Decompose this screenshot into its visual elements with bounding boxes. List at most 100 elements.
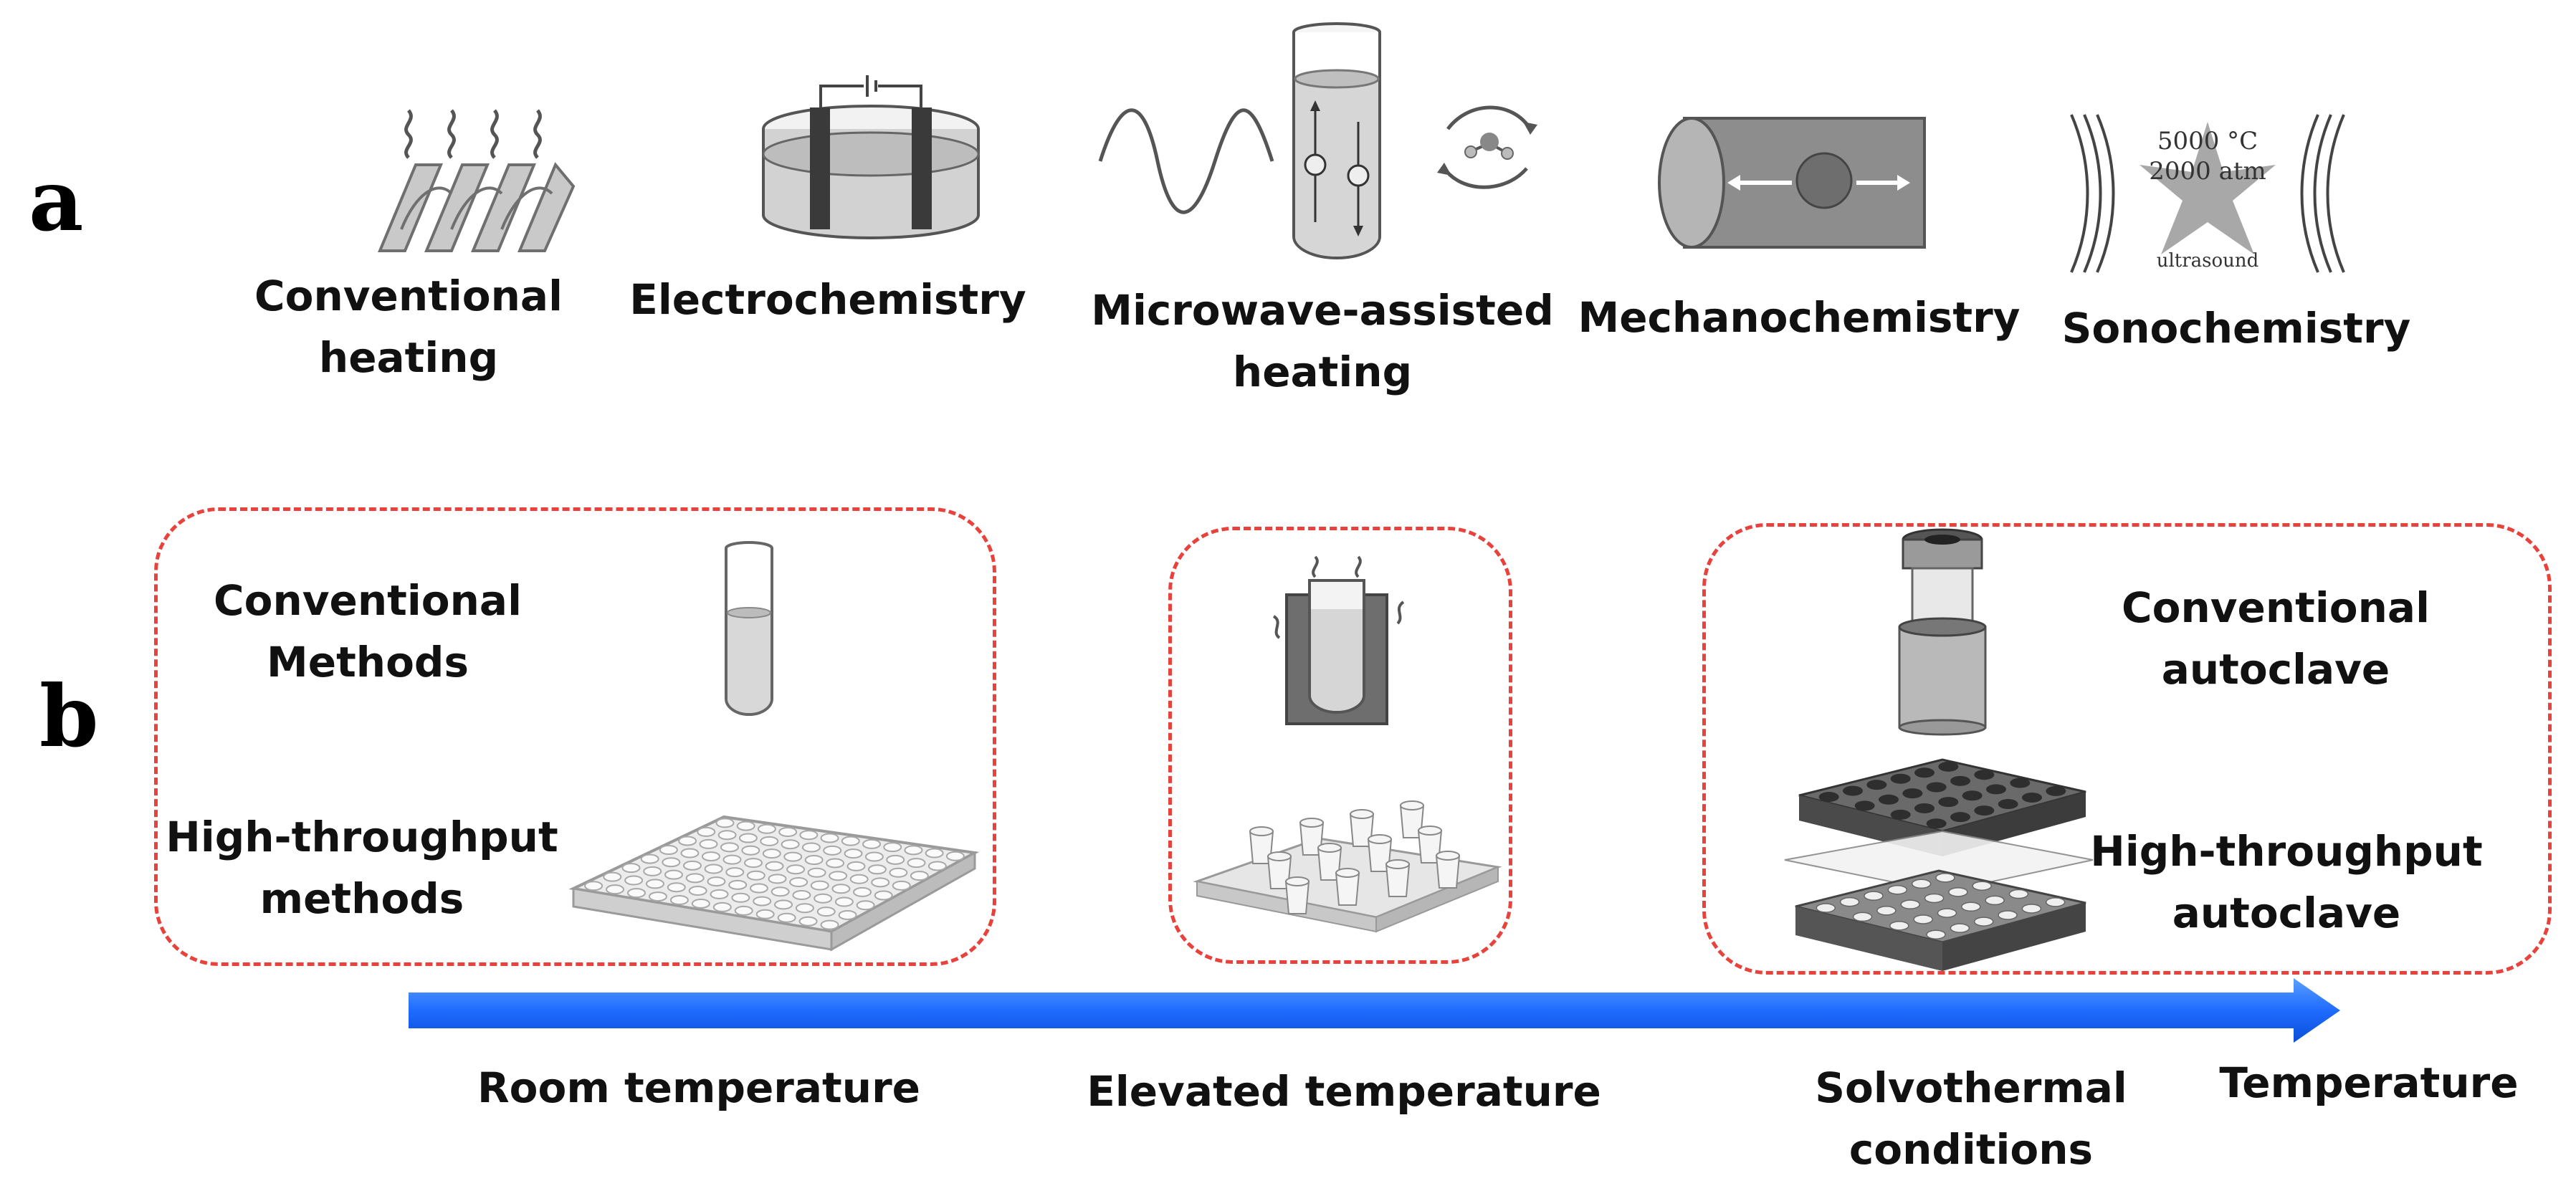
well-shape xyxy=(1818,792,1839,803)
well-shape xyxy=(1924,893,1945,904)
well-shape xyxy=(834,896,854,907)
panel-b-letter: b xyxy=(39,666,99,766)
well-shape xyxy=(755,909,775,919)
well-shape xyxy=(841,836,860,846)
well-shape xyxy=(1864,891,1884,901)
label-high-throughput-autoclave: High-throughput autoclave xyxy=(2090,827,2483,937)
well-shape xyxy=(744,858,763,869)
well-shape xyxy=(643,866,662,876)
well-shape xyxy=(1866,780,1887,790)
well-shape xyxy=(734,905,753,916)
method-label-microwave: Microwave-assisted heating xyxy=(1091,286,1554,396)
well-shape xyxy=(1317,843,1342,853)
well-shape xyxy=(1935,873,1955,883)
well-shape xyxy=(783,851,803,862)
well-shape xyxy=(925,848,944,858)
heating-coil-icon xyxy=(378,109,576,252)
well-shape xyxy=(1285,876,1310,886)
label-conventional-methods: Conventional Methods xyxy=(214,576,522,687)
sono-ultrasound-text: ultrasound xyxy=(2157,250,2259,272)
well-shape xyxy=(1985,895,2005,906)
well-shape xyxy=(1299,818,1324,828)
heated-vial-array-icon xyxy=(1193,800,1502,933)
well-shape xyxy=(685,873,705,884)
well-shape xyxy=(781,839,800,850)
well-shape xyxy=(874,890,893,901)
well-shape xyxy=(862,838,882,849)
well-shape xyxy=(768,874,787,884)
well-shape xyxy=(1890,809,1911,820)
well-shape xyxy=(820,919,839,930)
well-shape xyxy=(701,851,720,862)
axis-label-room-temperature: Room temperature xyxy=(477,1063,921,1112)
high-throughput-autoclave-icon xyxy=(1784,758,2094,971)
well-shape xyxy=(1926,782,1947,793)
well-shape xyxy=(907,858,926,869)
well-shape xyxy=(799,830,819,841)
well-shape xyxy=(1938,761,1959,772)
well-shape xyxy=(2008,889,2029,899)
well-shape xyxy=(1385,859,1410,869)
axis-label-solvothermal: Solvothermal conditions xyxy=(1815,1063,2127,1174)
well-shape xyxy=(1889,921,1909,931)
heated-vial-icon xyxy=(1272,555,1405,725)
well-shape xyxy=(645,879,664,889)
well-shape xyxy=(680,848,700,858)
method-label-mechanochemistry: Mechanochemistry xyxy=(1578,293,2021,342)
well-shape xyxy=(846,861,866,871)
well-shape xyxy=(798,916,818,927)
well-shape xyxy=(1839,896,1860,907)
well-shape xyxy=(688,886,707,896)
well-shape xyxy=(2021,904,2042,914)
well-shape xyxy=(853,886,872,897)
well-shape xyxy=(904,845,923,856)
well-shape xyxy=(2046,785,2066,796)
well-shape xyxy=(1852,912,1873,922)
well-shape xyxy=(831,884,851,894)
well-shape xyxy=(1914,767,1935,778)
well-shape xyxy=(753,896,772,907)
well-shape xyxy=(856,900,875,911)
well-shape xyxy=(621,863,641,874)
sono-temp-text: 5000 °C xyxy=(2157,127,2258,156)
well-shape xyxy=(1972,881,1992,891)
well-shape xyxy=(804,855,824,866)
electrochemical-cell-icon xyxy=(762,75,980,239)
well-shape xyxy=(1887,884,1908,895)
well-shape xyxy=(1418,826,1442,836)
well-shape xyxy=(669,895,689,906)
well-shape xyxy=(820,833,839,843)
well-shape xyxy=(2010,778,2031,788)
well-shape xyxy=(738,833,758,843)
well-shape xyxy=(722,854,742,865)
well-shape xyxy=(816,907,836,917)
well-shape xyxy=(807,867,826,878)
well-shape xyxy=(795,903,814,914)
well-shape xyxy=(1854,800,1875,811)
sono-pressure-text: 2000 atm xyxy=(2149,157,2266,186)
well-shape xyxy=(1890,773,1911,784)
well-shape xyxy=(606,884,625,895)
method-label-electrochemistry: Electrochemistry xyxy=(629,275,1026,324)
ball-mill-icon xyxy=(1658,117,1926,249)
well-shape xyxy=(664,869,683,880)
well-shape xyxy=(682,860,702,871)
well-shape xyxy=(892,880,911,891)
well-shape xyxy=(707,876,726,887)
well-shape xyxy=(1913,914,1933,924)
well-shape xyxy=(814,893,833,904)
well-shape xyxy=(829,871,848,881)
well-shape xyxy=(1974,805,1995,816)
well-shape xyxy=(736,821,755,831)
well-shape xyxy=(1902,788,1923,799)
well-shape xyxy=(789,877,808,888)
method-label-sonochemistry: Sonochemistry xyxy=(2061,304,2411,353)
well-shape xyxy=(741,845,760,856)
well-shape xyxy=(728,879,748,890)
method-label-conventional-heating: Conventional heating xyxy=(254,272,563,382)
well-shape xyxy=(1938,797,1959,808)
well-shape xyxy=(757,823,776,834)
well-shape xyxy=(1926,818,1947,829)
well-shape xyxy=(667,882,686,893)
